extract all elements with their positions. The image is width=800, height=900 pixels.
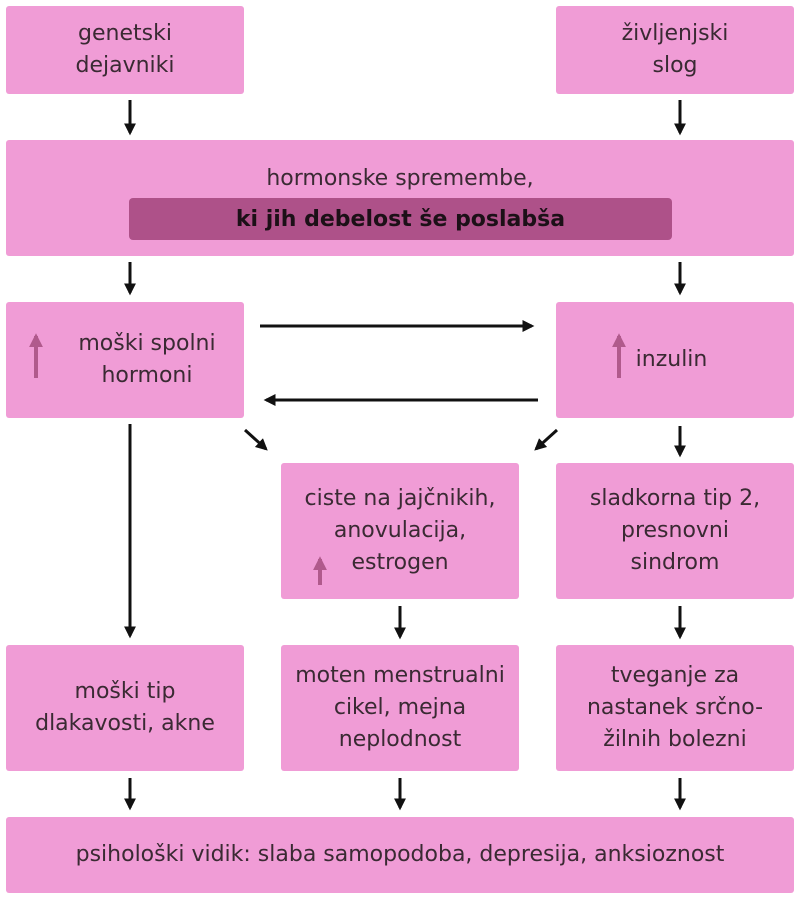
ovarian-cysts-line3: estrogen bbox=[351, 550, 449, 575]
insulin-box: inzulin bbox=[556, 302, 794, 418]
psychological-box: psihološki vidik: slaba samopodoba, depr… bbox=[6, 817, 794, 893]
cardio-risk-box: tveganje za nastanek srčno- žilnih bolez… bbox=[556, 645, 794, 771]
arrow-insulin-to-cysts bbox=[534, 428, 559, 451]
insulin-label: inzulin bbox=[635, 347, 708, 372]
ovarian-cysts-line1: ciste na jajčnikih, bbox=[304, 486, 496, 511]
male-hormones-box: moški spolni hormoni bbox=[6, 302, 244, 418]
psychological-label: psihološki vidik: slaba samopodoba, depr… bbox=[75, 842, 725, 867]
menstrual-box: moten menstrualni cikel, mejna neplodnos… bbox=[281, 645, 519, 771]
lifestyle-label: življenjski slog bbox=[621, 21, 729, 78]
hormonal-changes-label: hormonske spremembe, bbox=[266, 166, 534, 191]
diabetes-box: sladkorna tip 2, presnovni sindrom bbox=[556, 463, 794, 599]
genetic-factors-box: genetski dejavniki bbox=[6, 6, 244, 94]
arrow-male-to-cysts bbox=[243, 428, 268, 451]
ovarian-cysts-line2: anovulacija, bbox=[333, 518, 467, 543]
obesity-highlight-band: ki jih debelost še poslabša bbox=[129, 198, 672, 240]
male-hormones-label: moški spolni hormoni bbox=[78, 331, 216, 388]
diabetes-label: sladkorna tip 2, presnovni sindrom bbox=[589, 486, 761, 575]
cardio-risk-label: tveganje za nastanek srčno- žilnih bolez… bbox=[586, 663, 764, 752]
obesity-highlight-label: ki jih debelost še poslabša bbox=[235, 206, 566, 232]
genetic-factors-label: genetski dejavniki bbox=[75, 21, 175, 78]
hair-acne-label: moški tip dlakavosti, akne bbox=[35, 679, 215, 736]
menstrual-label: moten menstrualni cikel, mejna neplodnos… bbox=[295, 663, 505, 752]
hair-acne-box: moški tip dlakavosti, akne bbox=[6, 645, 244, 771]
lifestyle-box: življenjski slog bbox=[556, 6, 794, 94]
